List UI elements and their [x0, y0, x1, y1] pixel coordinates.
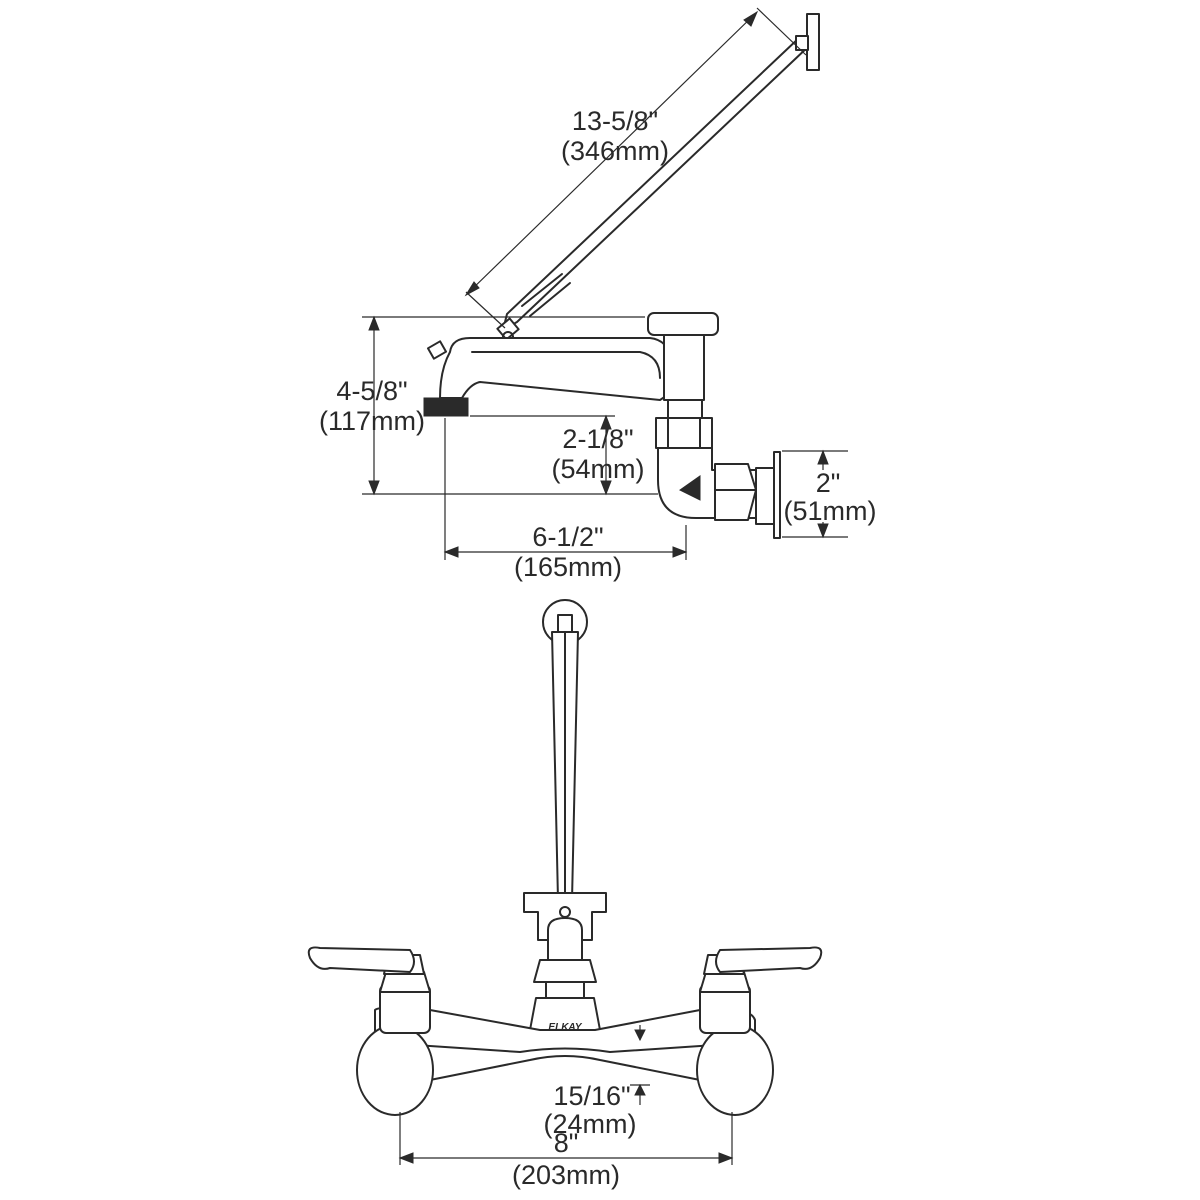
spout-reach-imperial: 6-1/2"	[532, 522, 603, 552]
wall-flange	[773, 451, 781, 539]
inlet-height-imperial: 2"	[816, 468, 841, 498]
arm-length-metric: (346mm)	[561, 136, 669, 166]
inlet-nut	[714, 463, 757, 521]
body-offset-dimension: 15/16" (24mm)	[544, 1025, 650, 1139]
left-flange	[356, 1024, 434, 1116]
inlet-height-dimension: 2" (51mm)	[782, 449, 877, 539]
spout-reach-dimension: 6-1/2" (165mm)	[443, 418, 688, 582]
left-lever-handle[interactable]	[307, 946, 415, 973]
valve-handle-top	[647, 312, 719, 336]
arm-length-imperial: 13-5/8"	[572, 106, 658, 136]
outlet-height-imperial: 2-1/8"	[562, 424, 633, 454]
centers-dimension: 8" (203mm)	[398, 1112, 734, 1190]
inlet-height-metric: (51mm)	[784, 496, 877, 526]
spout-reach-metric: (165mm)	[514, 552, 622, 582]
valve-side	[647, 312, 719, 449]
front-center-valve: ELKAY	[523, 892, 607, 1033]
outlet-height-metric: (54mm)	[552, 454, 645, 484]
right-lever-handle[interactable]	[715, 946, 823, 973]
body-offset-imperial: 15/16"	[553, 1081, 630, 1111]
total-height-dimension: 4-5/8" (117mm)	[319, 315, 658, 496]
spout-side	[423, 337, 673, 417]
right-flange	[696, 1024, 774, 1116]
left-valve	[307, 946, 434, 1116]
total-height-metric: (117mm)	[319, 406, 425, 436]
brand-mark: ELKAY	[548, 1022, 582, 1033]
inlet-elbow	[657, 447, 781, 539]
centers-imperial: 8"	[554, 1128, 579, 1158]
centers-metric: (203mm)	[512, 1160, 620, 1190]
spout-pin	[426, 340, 448, 360]
front-view: ELKAY 15/16	[307, 599, 823, 1190]
front-brace-rod	[551, 631, 579, 901]
side-view: 13-5/8" (346mm)	[319, 7, 877, 582]
brace-arm	[496, 13, 820, 343]
outlet-height-dimension: 2-1/8" (54mm)	[470, 414, 645, 496]
aerator-outlet	[423, 397, 469, 417]
total-height-imperial: 4-5/8"	[336, 376, 407, 406]
body-offset-metric: (24mm)	[544, 1109, 637, 1139]
arm-length-dimension: 13-5/8" (346mm)	[464, 7, 807, 329]
right-valve	[696, 946, 823, 1116]
